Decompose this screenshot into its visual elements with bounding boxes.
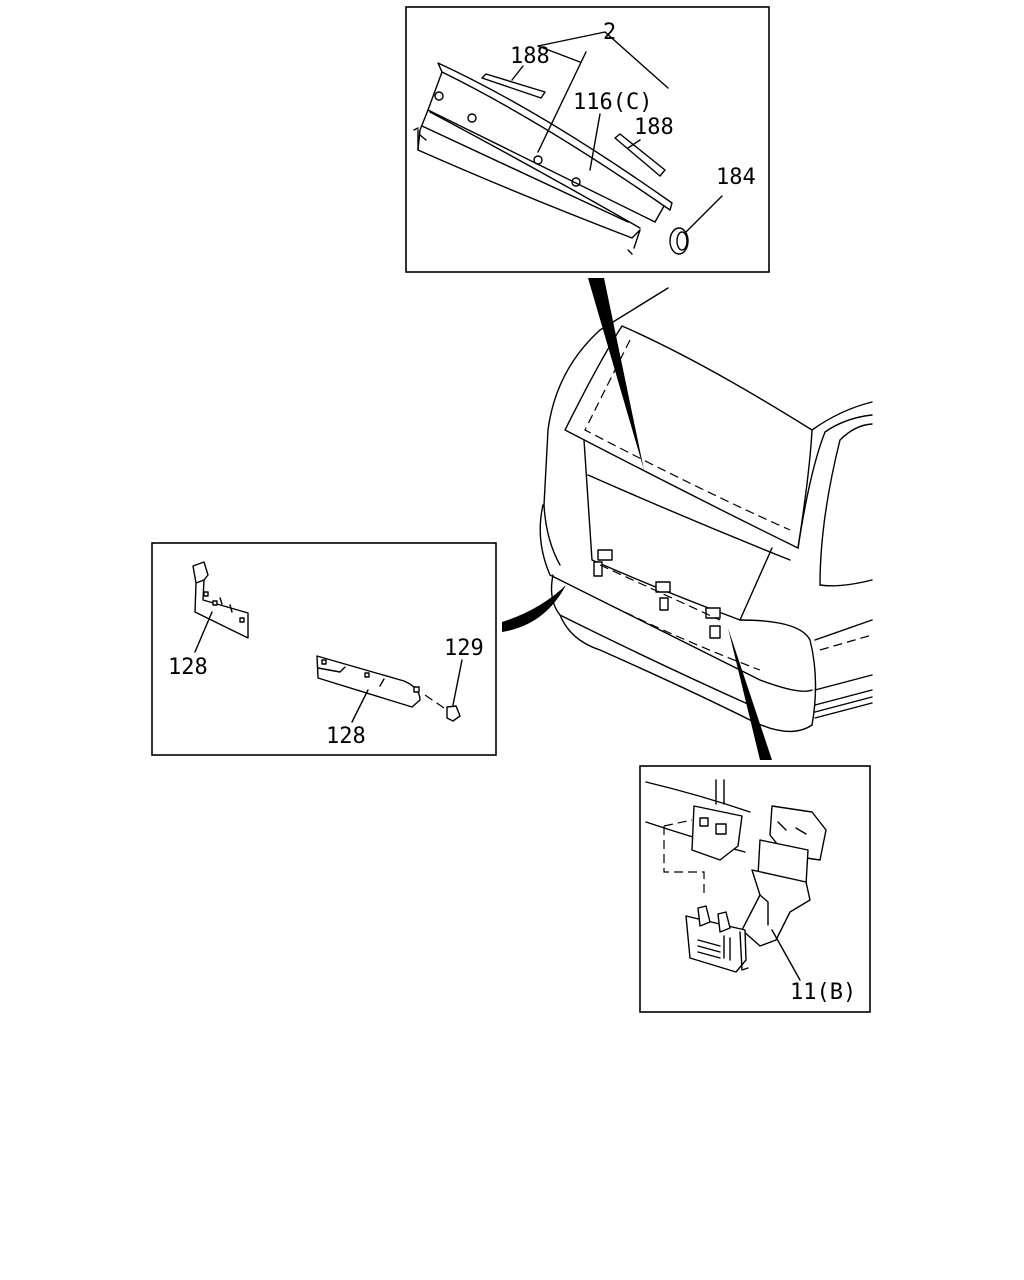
- label-part-129: 129: [444, 636, 484, 661]
- pointer-to-left-detail: [502, 585, 566, 632]
- label-part-128-lower: 128: [326, 724, 366, 749]
- top-detail-box: 2 188 116(C) 188 184: [405, 6, 770, 273]
- label-part-128-upper: 128: [168, 655, 208, 680]
- hinge-11b: [685, 805, 827, 973]
- grommet-184: [669, 227, 689, 255]
- label-part-188-right: 188: [634, 115, 674, 140]
- vehicle-rear-view: [539, 287, 873, 733]
- bottom-right-detail-box: 11(B): [639, 765, 871, 1013]
- label-part-11b: 11(B): [790, 980, 856, 1005]
- pointer-to-top-detail: [588, 278, 644, 470]
- label-part-2: 2: [603, 20, 616, 45]
- bracket-128-lower: [316, 655, 421, 708]
- label-part-116c: 116(C): [573, 90, 652, 115]
- clip-129: [424, 694, 461, 722]
- hinge-left: [593, 549, 613, 577]
- hinge-center: [655, 581, 671, 611]
- label-part-184: 184: [716, 165, 756, 190]
- bracket-128-upper: [192, 561, 249, 639]
- hinge-right: [705, 607, 721, 639]
- pointer-to-bottom-detail: [728, 628, 772, 760]
- left-detail-box: 128 129 128: [151, 542, 497, 756]
- label-part-188-left: 188: [510, 44, 550, 69]
